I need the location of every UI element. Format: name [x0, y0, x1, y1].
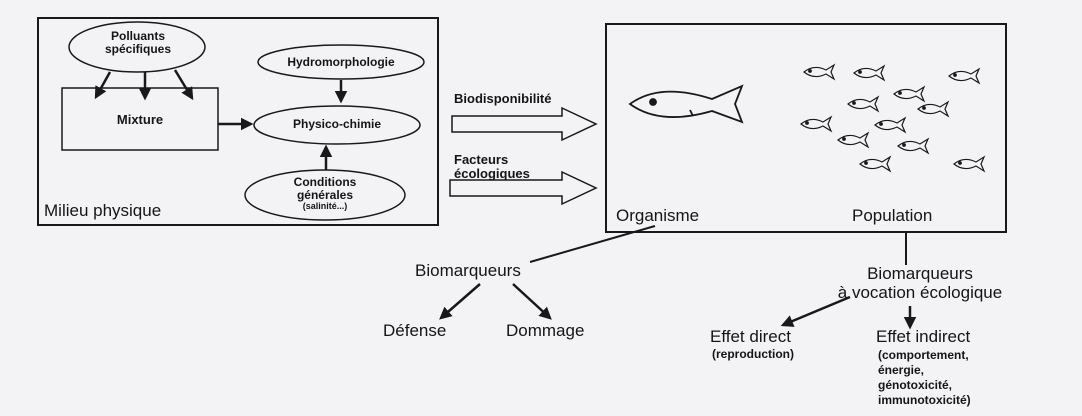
mixture-label: Mixture — [117, 113, 163, 127]
dommage-label: Dommage — [506, 322, 584, 341]
small-fish-icon — [918, 102, 948, 116]
small-fish-icon — [860, 157, 890, 171]
biomarqueurs-to-dommage-arrow — [513, 284, 550, 318]
small-fish-icon — [801, 117, 831, 131]
small-fish-icon — [949, 69, 979, 83]
effet-direct-label: Effet direct — [710, 328, 791, 347]
organisme-to-biomarqueurs-line — [530, 226, 655, 262]
population-label: Population — [852, 207, 932, 226]
milieu-physique-caption: Milieu physique — [44, 202, 161, 221]
small-fish-icon — [898, 139, 928, 153]
organisme-fish-icon — [630, 86, 742, 122]
small-fish-icon — [954, 157, 984, 171]
small-fish-icon — [838, 133, 868, 147]
polluants-to-mixture-arrow-1 — [96, 72, 110, 97]
biomarqueurs-label: Biomarqueurs — [415, 262, 521, 281]
conditions-label: Conditions générales (salinité...) — [294, 176, 357, 212]
biomarqueurs-to-defense-arrow — [441, 284, 480, 318]
effet-indirect-label: Effet indirect — [876, 328, 970, 347]
hydromorphologie-label: Hydromorphologie — [287, 56, 394, 69]
small-fish-icon — [894, 87, 924, 101]
effet-indirect-detail: (comportement, énergie, génotoxicité, im… — [878, 348, 971, 408]
small-fish-icon — [848, 97, 878, 111]
small-fish-icon — [854, 66, 884, 80]
small-fish-icon — [804, 65, 834, 79]
polluants-to-mixture-arrow-3 — [175, 70, 192, 98]
biodisponibilite-arrow — [452, 108, 596, 140]
effet-direct-detail: (reproduction) — [712, 348, 794, 361]
organisme-label: Organisme — [616, 207, 699, 226]
small-fish-icon — [875, 118, 905, 132]
physico-chimie-label: Physico-chimie — [293, 118, 381, 131]
population-fish-school — [801, 65, 984, 171]
organisme-population-box — [606, 24, 1006, 232]
defense-label: Défense — [383, 322, 446, 341]
biodisponibilite-label: Biodisponibilité — [454, 92, 552, 106]
